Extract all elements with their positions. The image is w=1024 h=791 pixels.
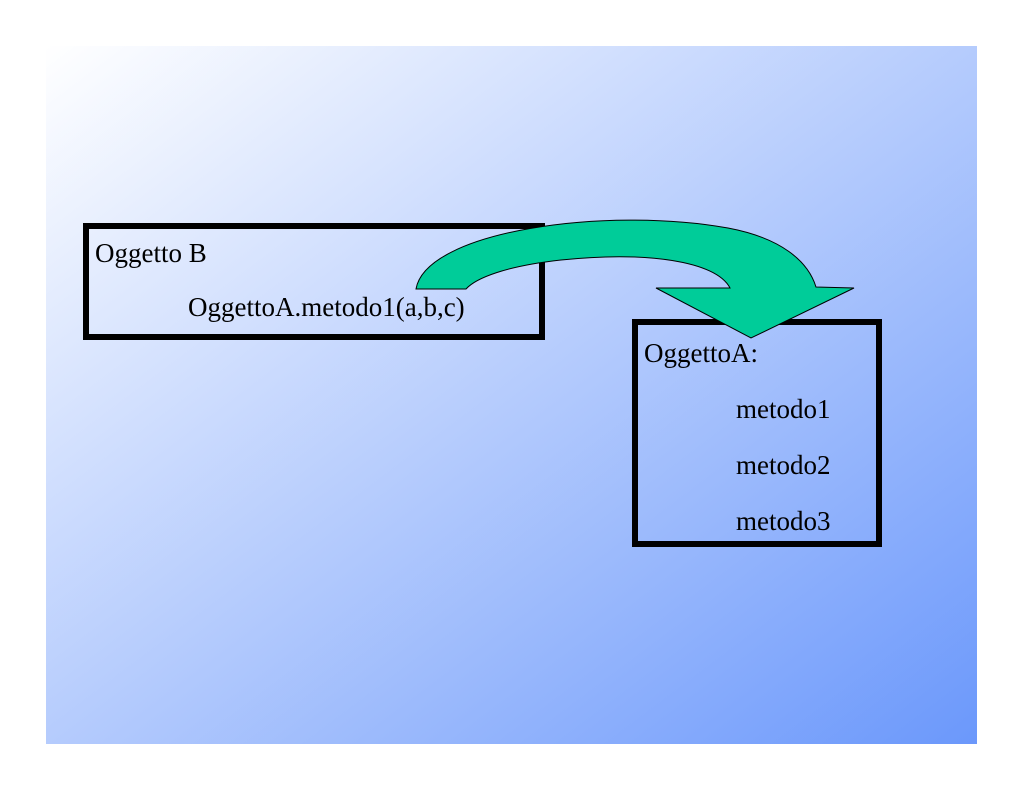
- object-b-title: Oggetto B: [95, 238, 207, 268]
- object-b-call: OggettoA.metodo1(a,b,c): [188, 292, 465, 322]
- object-a-box: OggettoA: metodo1 metodo2 metodo3: [632, 319, 882, 547]
- object-a-method-1: metodo1: [736, 394, 831, 424]
- object-a-method-3: metodo3: [736, 506, 831, 536]
- slide: Oggetto B OggettoA.metodo1(a,b,c) Oggett…: [46, 46, 977, 744]
- object-a-title: OggettoA:: [644, 338, 758, 368]
- object-a-method-2: metodo2: [736, 450, 831, 480]
- object-b-box: Oggetto B OggettoA.metodo1(a,b,c): [83, 223, 545, 340]
- slide-background: [46, 46, 977, 744]
